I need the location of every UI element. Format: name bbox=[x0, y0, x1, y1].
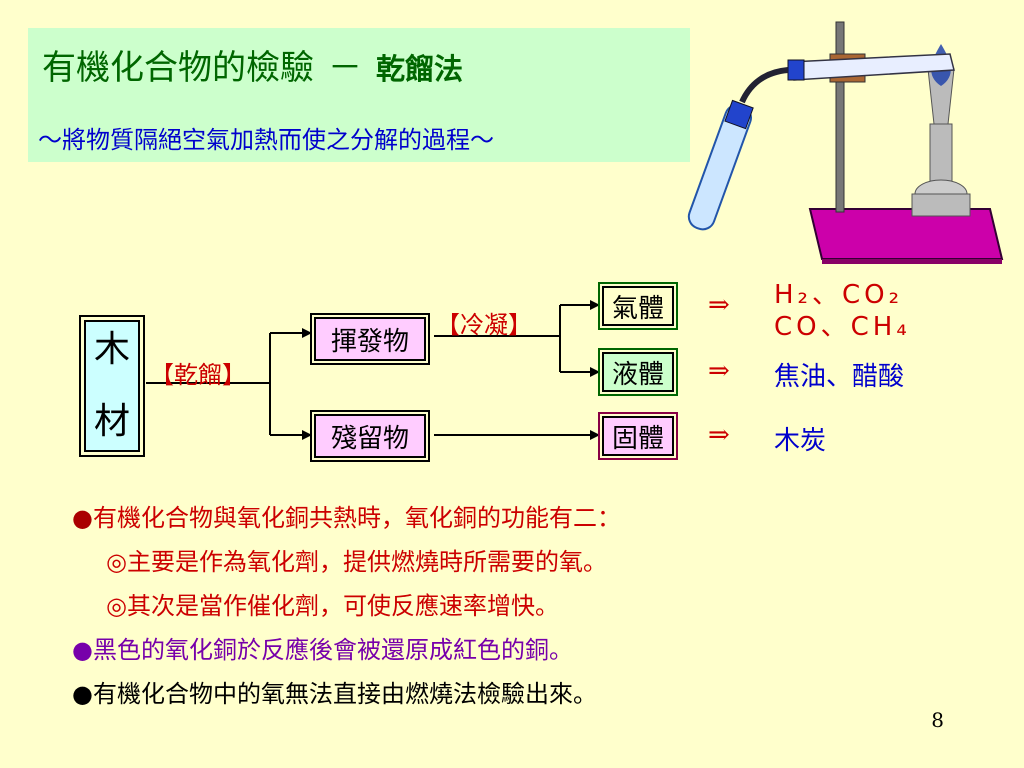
note-1a: ◎主要是作為氧化劑，提供燃燒時所需要的氧。 bbox=[106, 548, 607, 576]
condensation-label: 【冷凝】 bbox=[436, 311, 532, 339]
note-1: ●有機化合物與氧化銅共熱時，氧化銅的功能有二： bbox=[72, 496, 621, 540]
liquid-box: 液體 bbox=[598, 348, 678, 396]
title-box: 有機化合物的檢驗 － 乾餾法 ～將物質隔絕空氣加熱而使之分解的過程～ bbox=[28, 28, 690, 162]
gas-products-line-2: CO、CH₄ bbox=[774, 312, 911, 342]
title-dash: － bbox=[328, 48, 362, 88]
volatile-matter-box: 揮發物 bbox=[310, 313, 430, 365]
liquid-products: 焦油、醋酸 bbox=[774, 362, 905, 392]
note-3: ●有機化合物中的氧無法直接由燃燒法檢驗出來。 bbox=[72, 672, 621, 716]
note-1b: ◎其次是當作催化劑，可使反應速率增快。 bbox=[106, 592, 559, 620]
wood-char-2: 材 bbox=[93, 401, 130, 442]
page-number: 8 bbox=[931, 708, 944, 732]
note-1-marker: ● bbox=[72, 504, 93, 532]
solid-result-arrow: ⇒ bbox=[708, 420, 730, 450]
title-main: 有機化合物的檢驗 bbox=[42, 48, 314, 88]
note-3-text: 有機化合物中的氧無法直接由燃燒法檢驗出來。 bbox=[92, 680, 597, 708]
note-2-text: 黑色的氧化銅於反應後會被還原成紅色的銅。 bbox=[92, 636, 573, 664]
solid-box: 固體 bbox=[598, 412, 678, 460]
dry-distillation-apparatus-illustration bbox=[687, 21, 1004, 264]
title-method: 乾餾法 bbox=[376, 52, 464, 86]
note-3-marker: ● bbox=[72, 680, 93, 708]
note-2: ●黑色的氧化銅於反應後會被還原成紅色的銅。 bbox=[72, 628, 621, 672]
gas-products-line-1: H₂、CO₂ bbox=[774, 280, 904, 310]
gas-result-arrow: ⇒ bbox=[708, 290, 730, 320]
dry-distillation-label: 【乾餾】 bbox=[150, 361, 246, 389]
residue-box: 殘留物 bbox=[310, 410, 430, 462]
solid-products: 木炭 bbox=[774, 426, 827, 456]
notes-list: ●有機化合物與氧化銅共熱時，氧化銅的功能有二： ◎主要是作為氧化劑，提供燃燒時所… bbox=[72, 496, 621, 716]
wood-char-1: 木 bbox=[93, 329, 130, 370]
note-1-text: 有機化合物與氧化銅共熱時，氧化銅的功能有二： bbox=[92, 504, 621, 532]
page-title: 有機化合物的檢驗 － 乾餾法 bbox=[42, 40, 463, 89]
wood-source-box: 木 材 bbox=[79, 315, 145, 457]
note-2-marker: ● bbox=[72, 636, 93, 664]
liquid-result-arrow: ⇒ bbox=[708, 356, 730, 386]
gas-box: 氣體 bbox=[598, 282, 678, 330]
title-definition: ～將物質隔絕空氣加熱而使之分解的過程～ bbox=[38, 126, 494, 154]
